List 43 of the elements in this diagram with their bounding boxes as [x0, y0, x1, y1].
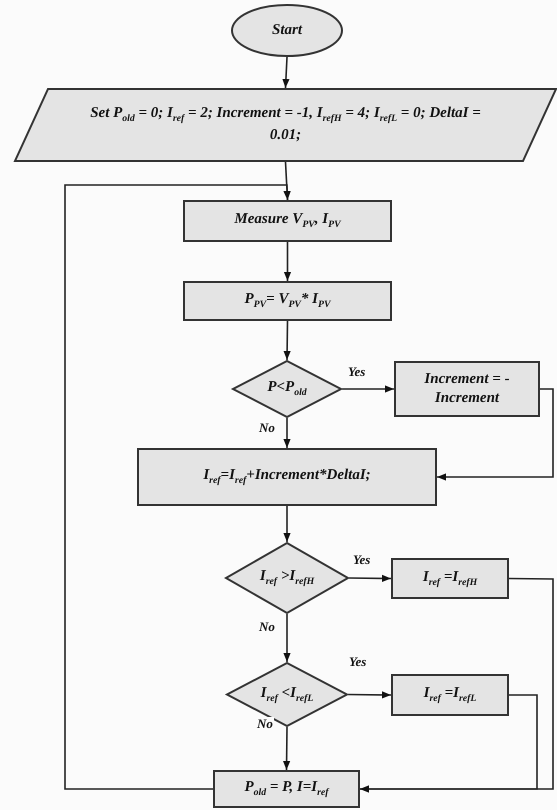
arrow: [284, 242, 292, 281]
edge-label: No: [258, 421, 276, 436]
node-text: Measure V$_{PV}$, I$_{PV}$: [234, 210, 341, 232]
arrow: [282, 56, 290, 88]
node-text: P$_{old}$ = P, I=I$_{ref}$: [244, 778, 328, 800]
process-box: [137, 448, 437, 506]
process-box: [391, 674, 509, 716]
node-text: I$_{ref}$=I$_{ref}$+Increment*DeltaI;: [203, 466, 371, 488]
node-text: Increment = -Increment: [423, 370, 511, 408]
node-text: Set P$_{old}$ = 0; I$_{ref}$ = 2; Increment = -1, I$_{refH}$ = 4; I$_{refL}$ = 0; DeltaI = 0.01;: [89, 104, 482, 146]
arrow: [283, 506, 291, 542]
arrow: [64, 184, 291, 790]
edge-label: Yes: [352, 553, 372, 568]
arrow: [349, 574, 391, 582]
node-text: Start: [272, 20, 302, 40]
arrow: [348, 691, 391, 698]
edge-label: No: [258, 620, 276, 634]
arrow: [283, 727, 290, 770]
edge-label: Yes: [347, 365, 366, 380]
start-terminal: [231, 4, 343, 57]
arrow: [437, 388, 554, 481]
arrow: [283, 418, 291, 448]
node-text: I$_{ref}$ >I$_{refH}$: [260, 567, 314, 589]
process-box: [391, 558, 509, 599]
node-text: I$_{ref}$ =I$_{refL}$: [424, 684, 476, 706]
decision-diamond: [226, 662, 348, 727]
node-text: P$_{PV}$= V$_{PV}$* I$_{PV}$: [244, 290, 330, 312]
process-box: [183, 281, 392, 321]
node-text: I$_{ref}$ <I$_{refL}$: [260, 684, 314, 706]
decision-diamond: [232, 360, 342, 418]
input-parallelogram: [14, 88, 557, 162]
process-box: [213, 770, 360, 808]
process-box: [183, 200, 392, 242]
process-box: [394, 361, 540, 417]
edge-label: Yes: [348, 655, 368, 670]
edge-label: No: [256, 717, 274, 732]
node-text: P<P$_{old}$: [267, 378, 307, 400]
arrow: [283, 614, 291, 662]
arrow: [284, 320, 291, 360]
arrow: [360, 694, 538, 793]
arrow: [342, 385, 394, 393]
decision-diamond: [225, 542, 349, 614]
node-text: I$_{ref}$ =I$_{refH}$: [422, 568, 478, 590]
